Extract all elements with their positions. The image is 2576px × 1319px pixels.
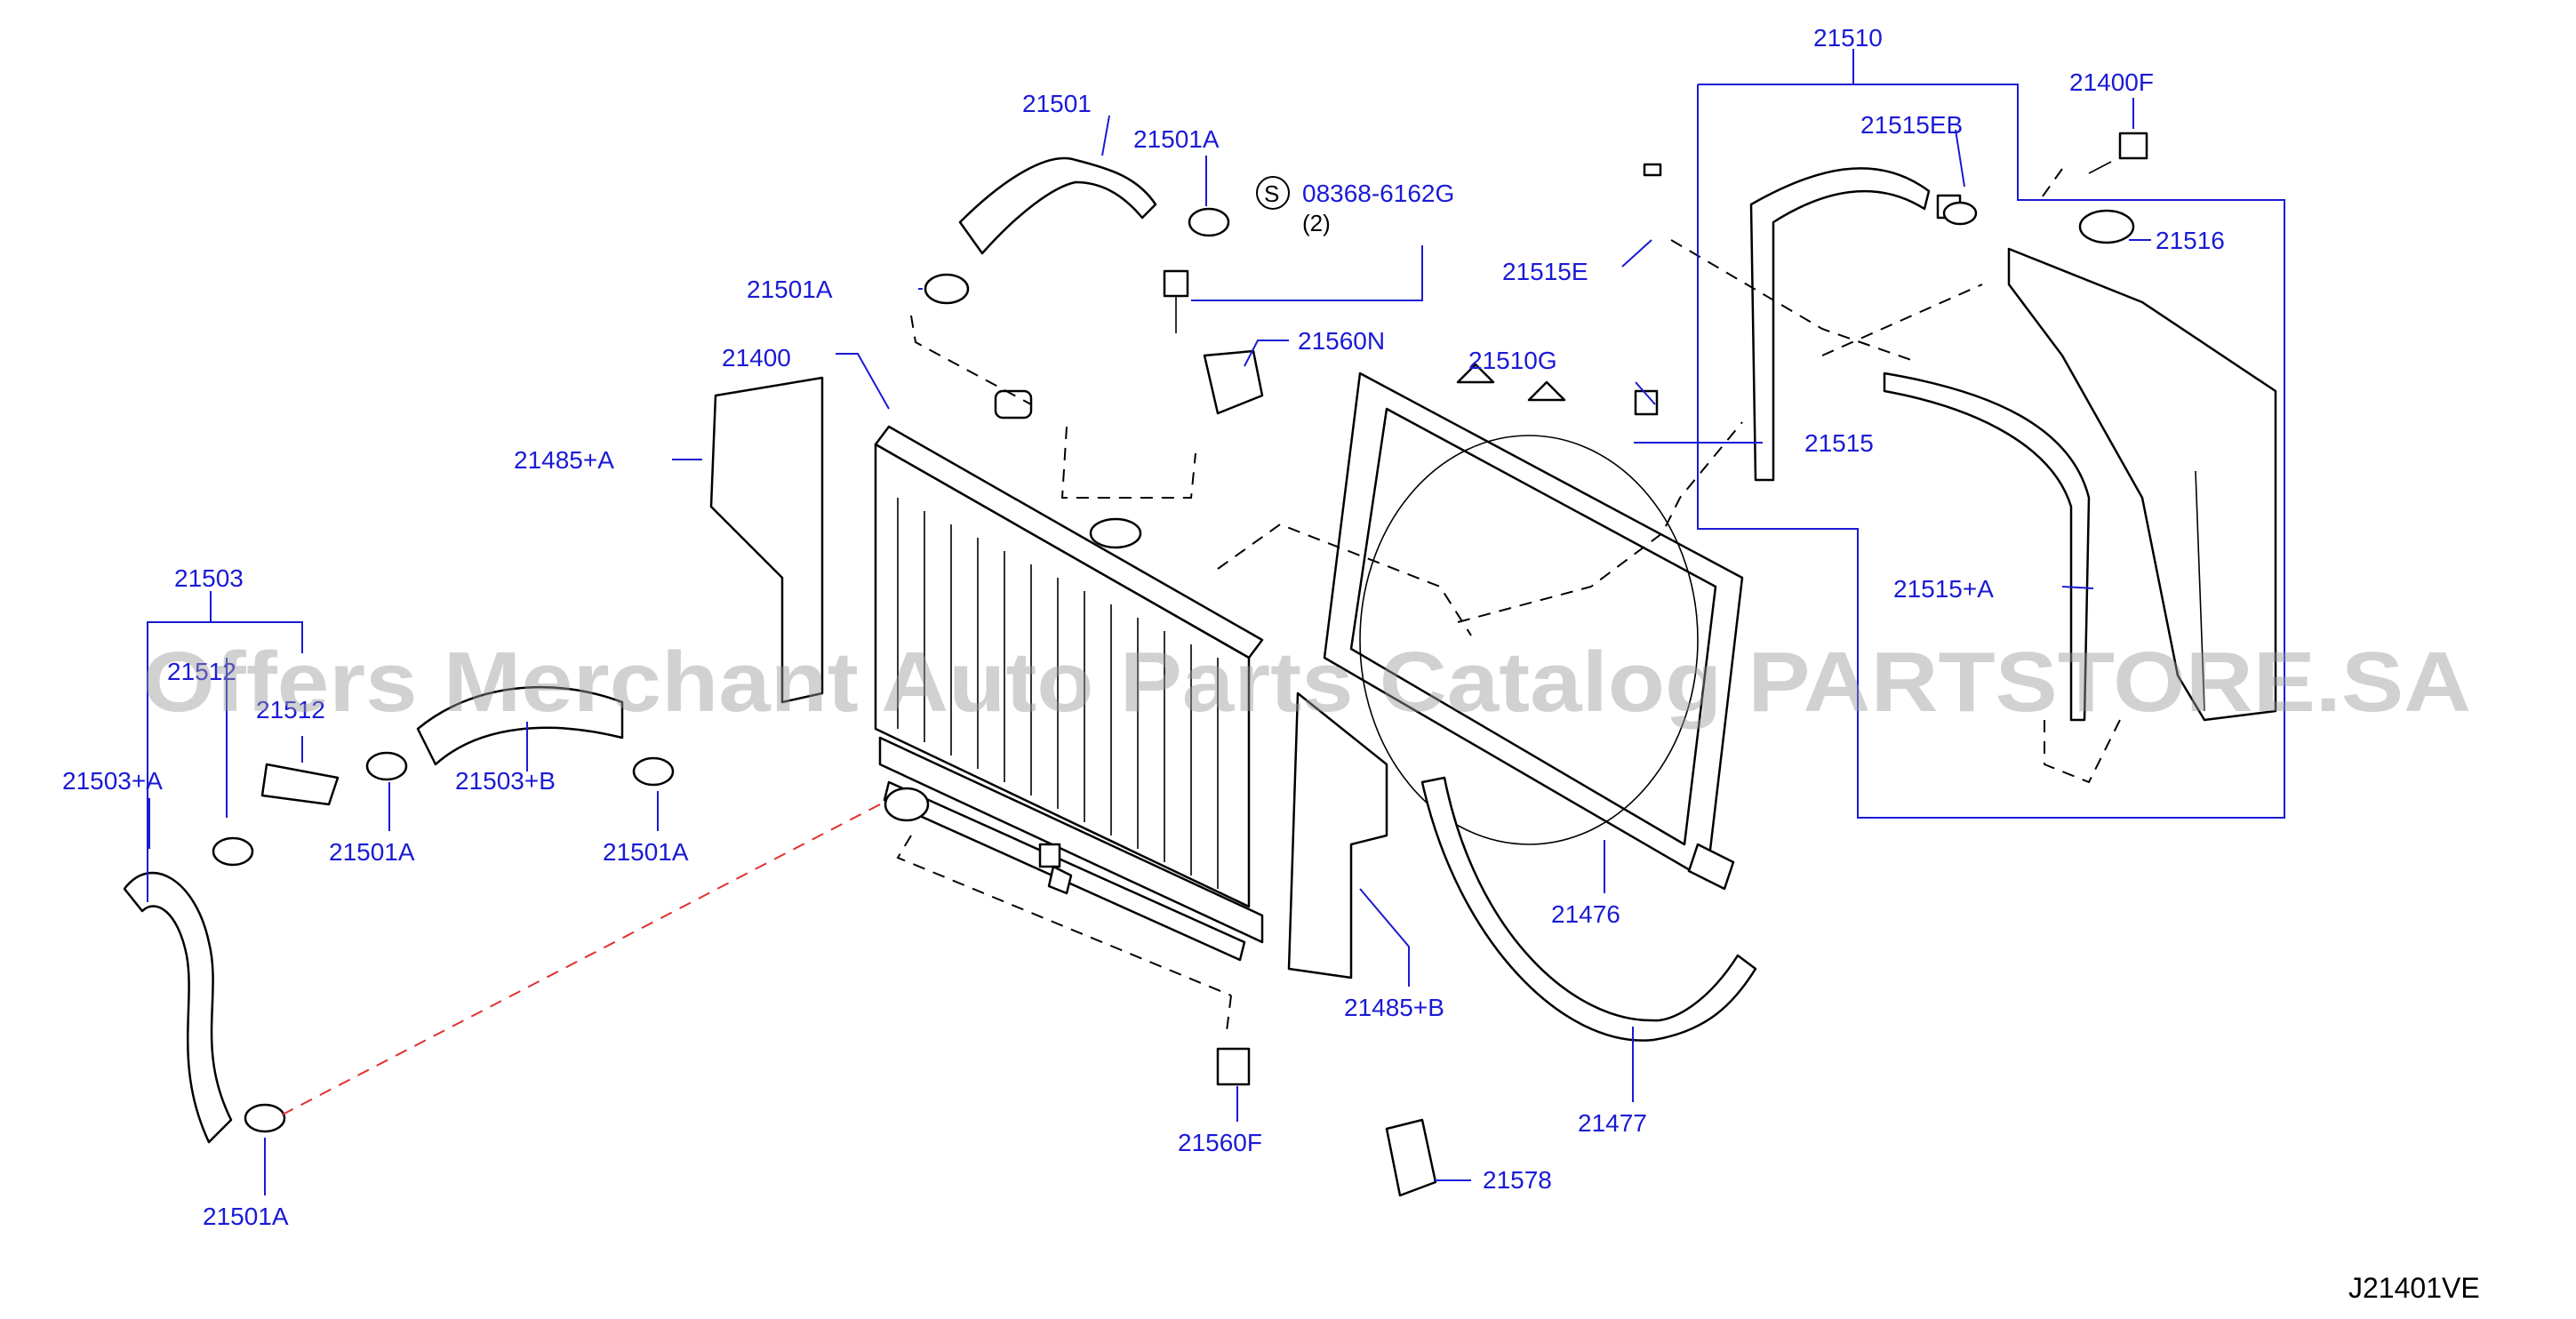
part-label-21515-a[interactable]: 21515+A [1893,575,1994,603]
part-label-21400[interactable]: 21400 [722,344,791,372]
part-label-21485-b[interactable]: 21485+B [1344,994,1444,1021]
fan-shroud-drawing [1323,363,1744,891]
part-label-21515e[interactable]: 21515E [1502,258,1588,285]
part-label-21512-upper[interactable]: 21512 [167,658,236,685]
standard-part-number: 08368-6162G [1302,180,1454,207]
upper-hose-drawing [958,156,1157,255]
hose-clamps-drawing [212,201,1978,1133]
bracket-drawing [1163,163,1662,1197]
part-label-21501a-bottom[interactable]: 21501A [203,1203,289,1230]
reservoir-tank-drawing [1749,132,2277,722]
assembly-guide-lines [275,168,2121,1119]
air-guide-lower-drawing [1287,691,1388,979]
air-guide-upper-drawing [709,376,824,704]
part-label-21503[interactable]: 21503 [174,564,244,592]
part-label-21477[interactable]: 21477 [1578,1109,1647,1137]
standard-part-symbol: S [1264,180,1279,207]
part-label-21400f[interactable]: 21400F [2069,68,2154,96]
leader-lines [147,49,2285,1195]
standard-part-symbol-circle [1256,176,1290,210]
part-label-21578[interactable]: 21578 [1483,1166,1552,1194]
part-label-21503-a[interactable]: 21503+A [62,767,163,795]
part-label-21501a-right[interactable]: 21501A [603,838,689,866]
standard-part-quantity: (2) [1302,210,1331,236]
part-label-21485-a[interactable]: 21485+A [514,446,614,474]
part-label-21510[interactable]: 21510 [1813,24,1883,52]
part-label-21501a-mid[interactable]: 21501A [329,838,415,866]
part-label-21510g[interactable]: 21510G [1468,347,1557,374]
standard-part-callout[interactable]: S 08368-6162G (2) [1256,176,1454,236]
part-label-21476[interactable]: 21476 [1551,900,1620,928]
part-label-21512-lower[interactable]: 21512 [256,696,325,723]
diagram-code: J21401VE [2348,1272,2480,1304]
watermark-text: Offers Merchant Auto Parts Catalog PARTS… [142,635,2471,730]
part-label-21515eb[interactable]: 21515EB [1860,111,1963,139]
part-label-21560f[interactable]: 21560F [1178,1129,1262,1156]
part-label-21560n[interactable]: 21560N [1298,327,1385,355]
part-label-21501a-top[interactable]: 21501A [1133,125,1220,153]
lower-hose-drawing [123,685,624,1144]
part-label-21501[interactable]: 21501 [1022,90,1092,117]
part-label-21515[interactable]: 21515 [1804,429,1874,457]
part-label-21501a-left[interactable]: 21501A [747,276,833,303]
fan-shroud-lower-drawing [1420,776,1757,1042]
part-label-21503-b[interactable]: 21503+B [455,767,556,795]
part-label-21516[interactable]: 21516 [2156,227,2225,254]
radiator-drawing [874,389,1264,962]
